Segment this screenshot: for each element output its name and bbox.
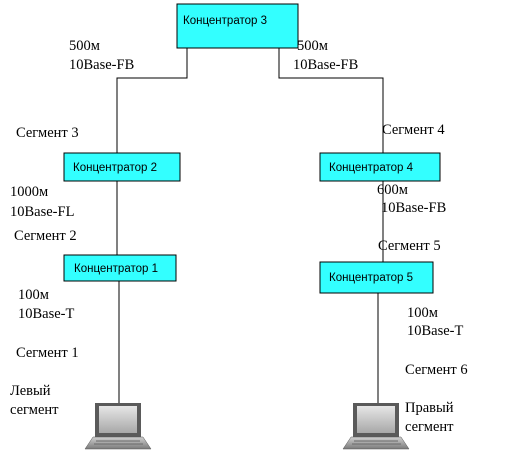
link-h3-left-length: 500м bbox=[69, 38, 100, 54]
segment-1-label: Сегмент 1 bbox=[16, 345, 79, 361]
hub-1-label: Концентратор 1 bbox=[74, 263, 158, 275]
segment-6-label: Сегмент 6 bbox=[405, 362, 468, 378]
link-h5-pc-type: 10Base-T bbox=[407, 323, 464, 339]
left-pc-label-line1: Левый bbox=[10, 383, 51, 399]
hub-2: Концентратор 2 bbox=[63, 152, 181, 182]
segment-2-label: Сегмент 2 bbox=[14, 228, 77, 244]
link-h3-h4 bbox=[278, 48, 384, 153]
hub-5: Концентратор 5 bbox=[319, 261, 434, 294]
link-h3-left-type: 10Base-FB bbox=[69, 57, 134, 73]
link-h3-h2 bbox=[116, 48, 188, 153]
left-laptop-icon bbox=[84, 403, 152, 450]
right-pc-label-line1: Правый bbox=[405, 400, 454, 416]
hub-5-label: Концентратор 5 bbox=[329, 272, 413, 284]
hub-1-box bbox=[63, 254, 177, 282]
left-pc-label-line2: сегмент bbox=[10, 402, 59, 418]
link-h2-h1-type: 10Base-FL bbox=[10, 204, 74, 220]
segment-5-label: Сегмент 5 bbox=[378, 238, 441, 254]
link-h4-h5-length: 600м bbox=[377, 182, 408, 198]
right-pc-label-line2: сегмент bbox=[405, 419, 454, 435]
link-h5-pc-length: 100м bbox=[407, 305, 438, 321]
link-h3-right-type: 10Base-FB bbox=[293, 57, 358, 73]
right-laptop-icon bbox=[342, 403, 410, 450]
hub-4-box bbox=[319, 152, 441, 182]
link-h1-pc-type: 10Base-T bbox=[18, 306, 75, 322]
hub-2-label: Концентратор 2 bbox=[73, 162, 157, 174]
hub-3-label: Концентратор 3 bbox=[183, 15, 267, 27]
link-h1-pc-length: 100м bbox=[18, 287, 49, 303]
hub-4-label: Концентратор 4 bbox=[329, 162, 414, 174]
hub-4: Концентратор 4 bbox=[319, 152, 441, 182]
hub-5-box bbox=[319, 261, 434, 294]
segment-3-label: Сегмент 3 bbox=[16, 125, 79, 141]
link-h4-h5-type: 10Base-FB bbox=[381, 200, 446, 216]
hub-3-box bbox=[176, 3, 299, 49]
link-h2-h1-length: 1000м bbox=[10, 184, 48, 200]
hub-1: Концентратор 1 bbox=[63, 254, 177, 282]
hub-2-box bbox=[63, 152, 181, 182]
hub-3: Концентратор 3 bbox=[176, 3, 299, 49]
segment-4-label: Сегмент 4 bbox=[382, 122, 445, 138]
link-h3-right-length: 500м bbox=[297, 38, 328, 54]
